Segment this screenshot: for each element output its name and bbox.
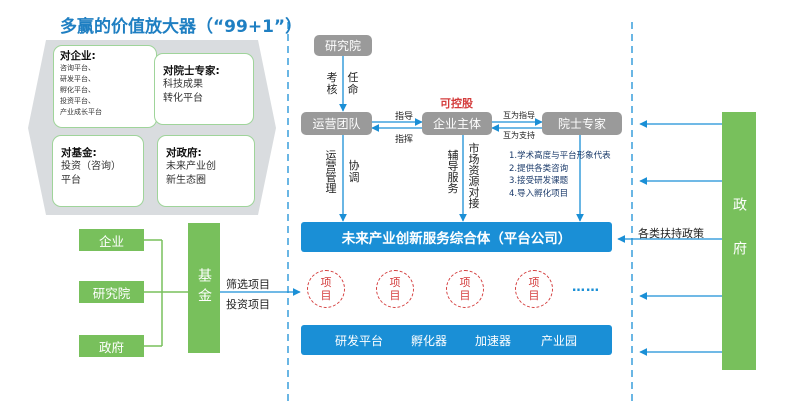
chain-rd-platform: 研发平台 [335,333,384,348]
note-item: 2.提供各类咨询 [509,163,569,174]
label-invest-projects: 投资项目 [226,298,270,311]
page-title: 多赢的价值放大器（“99+1”） [60,17,303,37]
projects-ellipsis: …… [572,280,600,295]
label-mutual-support: 互为支持 [503,131,535,140]
quadrant-line: 科技成果 [163,79,203,90]
quadrant-line: 新生态圈 [166,175,206,186]
label-holding: 可控股 [440,97,473,110]
quadrant-line: 转化平台 [163,93,203,104]
project-circle: 项目 [446,270,484,308]
platform-bar: 未来产业创新服务综合体（平台公司） [301,222,612,252]
quadrant-line: 未来产业创 [166,161,216,172]
quadrant-line: 孵化平台、 [60,86,95,94]
quadrant-fund: 对基金: 投资（咨询） 平台 [52,135,144,207]
academician-notes: 1.学术高度与平台形象代表 2.提供各类咨询 3.接受研发课题 4.导入孵化项目 [509,150,611,200]
label-guidance-service: 辅导服务 [447,149,459,195]
label-market-docking: 市场资源对接 [468,142,480,210]
quadrant-line: 投资平台、 [60,97,95,105]
label-support-policies: 各类扶持政策 [638,227,704,240]
quadrant-enterprise: 对企业: 咨询平台、 研发平台、 孵化平台、 投资平台、 产业成长平台 [53,45,157,128]
quadrant-academician: 对院士专家: 科技成果 转化平台 [154,53,254,125]
chain-industrial-park: 产业园 [541,333,578,348]
label-kaohe: 考核 [326,71,338,96]
label-guide: 指导 [395,112,414,122]
project-circle: 项目 [515,270,553,308]
source-enterprise: 企业 [79,229,144,251]
source-government: 政府 [79,335,144,357]
quadrant-government-heading: 对政府: [166,147,202,159]
label-command: 指挥 [395,135,414,145]
label-mutual-guide: 互为指导 [503,111,535,120]
note-item: 3.接受研发课题 [509,176,569,186]
government-box: 政府 [722,112,756,370]
note-item: 1.学术高度与平台形象代表 [509,151,611,161]
source-institute: 研究院 [79,281,144,303]
project-label: 项目 [320,276,332,302]
chain-incubator: 孵化器 [411,333,448,348]
enterprise-main-box: 企业主体 [422,112,492,135]
note-item: 4.导入孵化项目 [509,188,569,199]
chain-accelerator: 加速器 [475,333,512,348]
project-label: 项目 [389,276,401,302]
project-circle: 项目 [307,270,345,308]
project-circle: 项目 [376,270,414,308]
label-renming: 任命 [347,71,359,96]
quadrant-enterprise-heading: 对企业: [60,50,96,62]
quadrant-line: 平台 [61,175,81,186]
quadrant-line: 投资（咨询） [61,161,121,172]
quadrant-line: 产业成长平台 [60,108,102,116]
quadrant-academician-heading: 对院士专家: [163,65,220,77]
label-coordinate: 协调 [348,159,360,184]
quadrant-line: 研发平台、 [60,75,95,83]
quadrant-fund-heading: 对基金: [61,147,97,159]
ops-team-box: 运营团队 [301,112,372,135]
label-ops-management: 运营管理 [325,149,337,195]
chain-bar: 研发平台 孵化器 加速器 产业园 [301,325,612,355]
project-label: 项目 [528,276,540,302]
quadrant-government: 对政府: 未来产业创 新生态圈 [157,135,255,207]
research-institute-box: 研究院 [314,35,372,56]
project-label: 项目 [459,276,471,302]
fund-box: 基金 [188,223,220,353]
quadrant-line: 咨询平台、 [60,64,95,72]
label-screen-projects: 筛选项目 [226,278,270,291]
academician-box: 院士专家 [542,112,622,135]
